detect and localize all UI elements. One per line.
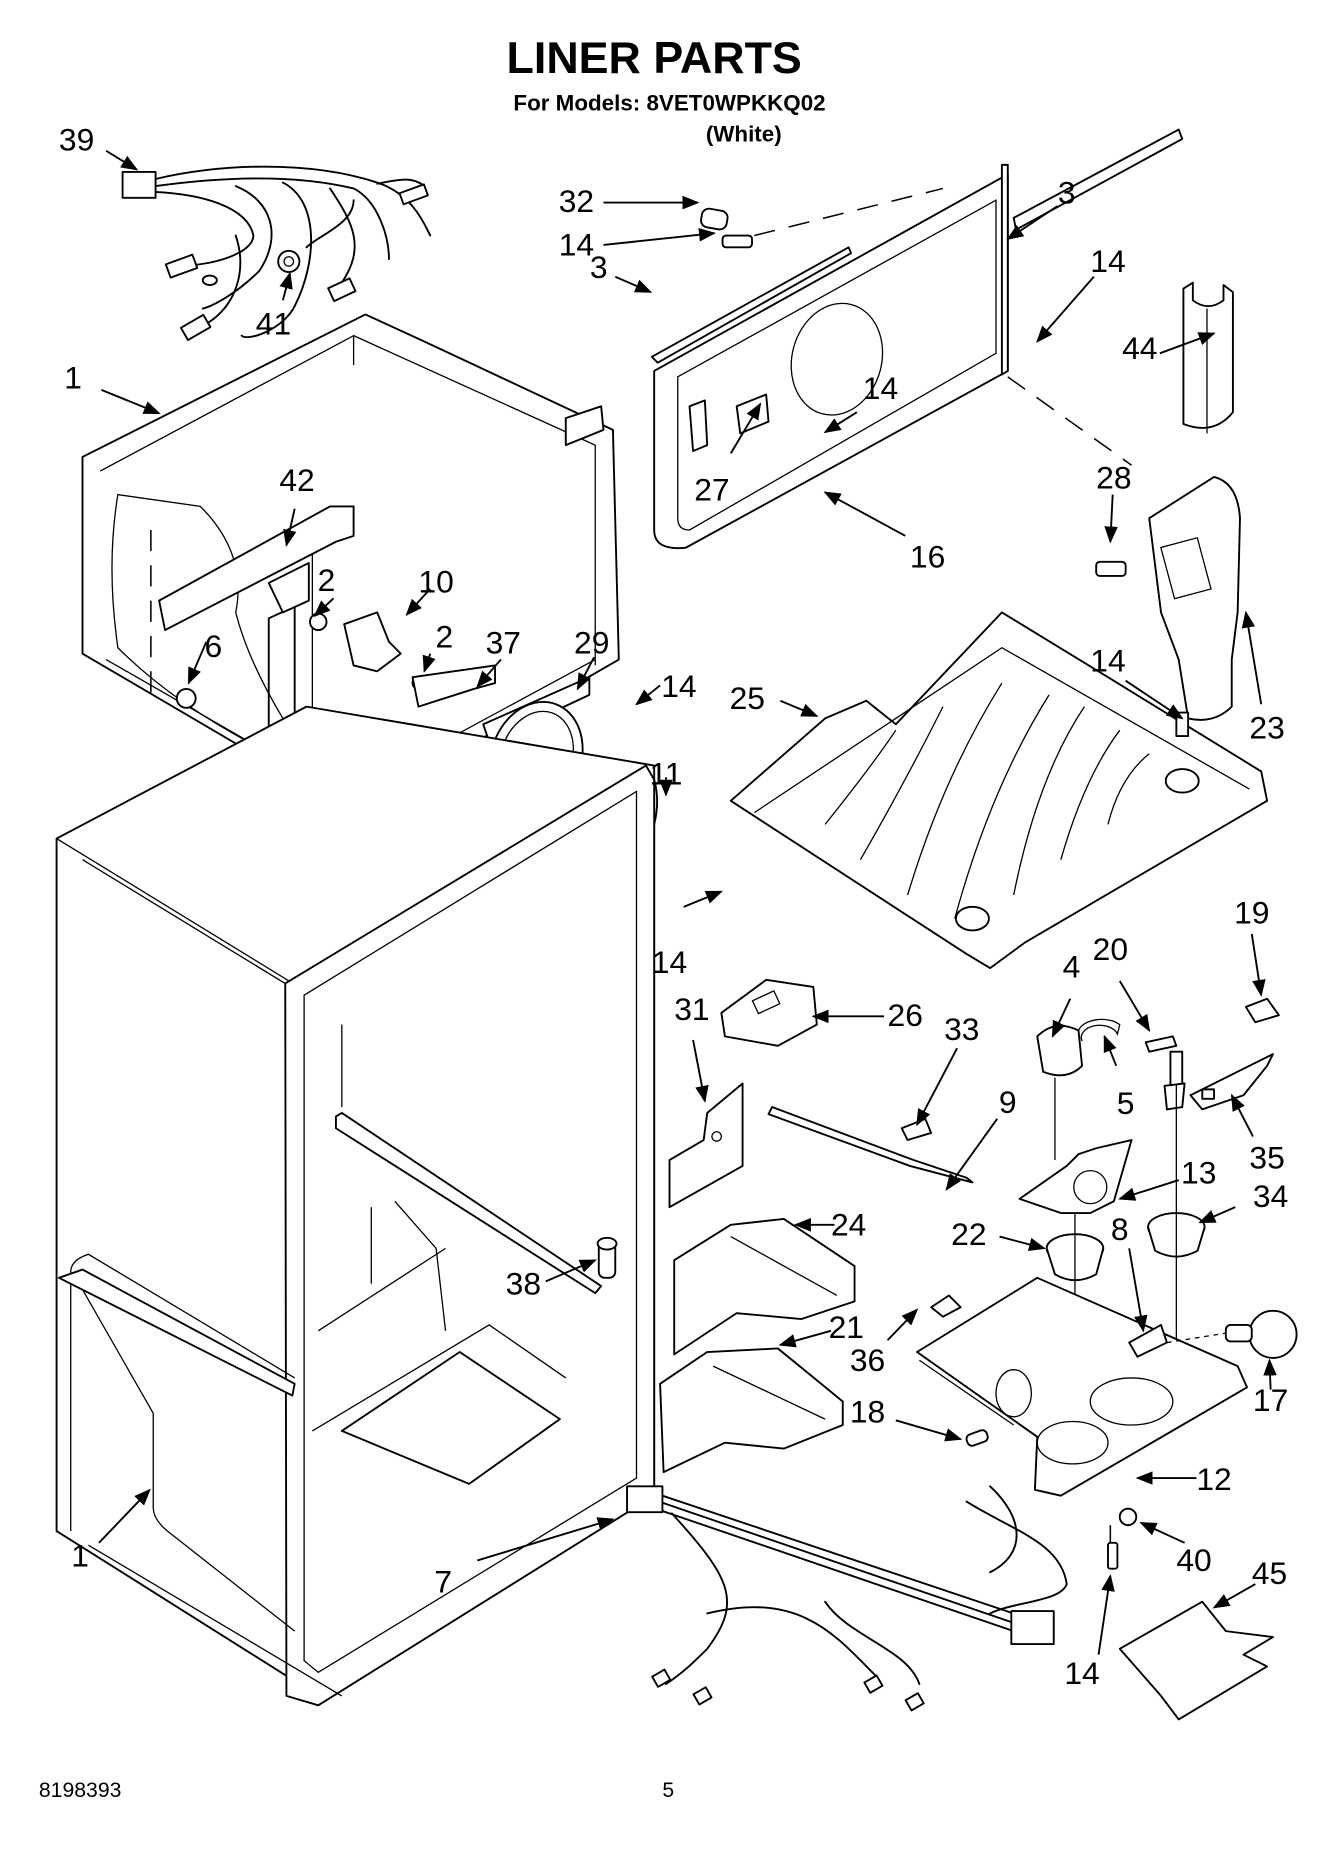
control-housing-drawing: [916, 1276, 1249, 1497]
callout-14-floor: 14: [1090, 642, 1125, 678]
link-clip-drawing: [767, 1106, 974, 1184]
callout-1-freezer: 1: [64, 360, 82, 396]
document-number: 8198393: [39, 1779, 122, 1802]
callout-34: 34: [1253, 1178, 1288, 1214]
callout-27: 27: [694, 472, 729, 508]
callout-29: 29: [574, 625, 609, 661]
callout-18: 18: [850, 1394, 885, 1430]
callout-14-spacer: 14: [559, 227, 594, 263]
callout-4: 4: [1063, 949, 1081, 985]
damper-arm-drawing: [1144, 1035, 1274, 1111]
callout-labels: 39 41 32 14 3 3 14 44 14 27 16 1 42 2 10…: [59, 122, 1288, 1691]
plug-18-drawing: [965, 1429, 989, 1447]
models-line: For Models: 8VET0WPKKQ02: [513, 91, 825, 116]
cover-44-drawing: [1182, 281, 1234, 434]
callout-41: 41: [256, 305, 291, 341]
callout-3-left: 3: [590, 249, 608, 285]
callout-23: 23: [1249, 709, 1284, 745]
callout-31: 31: [674, 991, 709, 1027]
callout-16: 16: [910, 539, 945, 575]
knobs-drawing: [1045, 1083, 1206, 1426]
callout-35: 35: [1249, 1139, 1284, 1175]
baffle-drawing: [668, 1082, 744, 1209]
callout-24: 24: [831, 1206, 866, 1242]
nut-screw-plate-drawing: [1107, 1507, 1274, 1721]
shields-drawing: [659, 1217, 856, 1474]
callout-33: 33: [944, 1011, 979, 1047]
callout-10: 10: [418, 563, 453, 599]
callout-40: 40: [1176, 1542, 1211, 1578]
callout-1-fresh-food: 1: [71, 1537, 89, 1573]
page-title: LINER PARTS: [507, 33, 802, 83]
clip-19-drawing: [1244, 997, 1280, 1024]
callout-14-panel: 14: [1090, 243, 1125, 279]
control-bracket-drawing: [150, 505, 591, 743]
color-variant: (White): [706, 121, 782, 146]
callout-22: 22: [951, 1216, 986, 1252]
light-housing-drawing: [720, 978, 818, 1047]
callout-13: 13: [1181, 1155, 1216, 1191]
callout-45: 45: [1252, 1555, 1287, 1591]
leader-lines: [98, 149, 1277, 1655]
callout-14-lower: 14: [652, 944, 687, 980]
callout-36: 36: [850, 1342, 885, 1378]
upper-wire-harness-drawing: [121, 165, 432, 341]
callout-39: 39: [59, 122, 94, 158]
spacer-screw-drawing: [700, 187, 944, 249]
callout-3-right: 3: [1058, 175, 1076, 211]
plug-38-drawing: [596, 1236, 618, 1279]
lower-wire-harness-drawing: [626, 1485, 1068, 1712]
freezer-floor-drawing: [729, 611, 1269, 970]
socket-bulb-drawing: [1128, 1309, 1298, 1359]
air-duct-drawing: [1007, 376, 1241, 721]
callout-8: 8: [1111, 1211, 1129, 1247]
callout-7: 7: [434, 1563, 452, 1599]
page-number: 5: [662, 1779, 674, 1802]
callout-11: 11: [649, 755, 682, 791]
callout-20: 20: [1093, 931, 1128, 967]
callout-38: 38: [506, 1265, 541, 1301]
callout-6: 6: [204, 628, 222, 664]
callout-2-nut: 2: [436, 619, 454, 655]
callout-37: 37: [486, 625, 521, 661]
callout-2-knob: 2: [318, 562, 336, 598]
callout-28: 28: [1096, 460, 1131, 496]
thermostat-drawing: [1018, 1139, 1133, 1214]
rear-panel-drawing: [650, 128, 1184, 550]
callout-14-bracket: 14: [863, 370, 898, 406]
callout-21: 21: [829, 1309, 864, 1345]
callout-42: 42: [279, 462, 314, 498]
fresh-food-liner-drawing: [55, 705, 656, 1707]
callout-32: 32: [559, 183, 594, 219]
callout-5: 5: [1117, 1085, 1135, 1121]
callout-9: 9: [999, 1084, 1017, 1120]
callout-44: 44: [1122, 330, 1157, 366]
callout-14-fan: 14: [661, 668, 696, 704]
callout-17: 17: [1253, 1382, 1288, 1418]
callout-19: 19: [1234, 894, 1269, 930]
callout-26: 26: [888, 997, 923, 1033]
damper-control-drawing: [1036, 1018, 1121, 1161]
callout-25: 25: [730, 680, 765, 716]
callout-12: 12: [1196, 1461, 1231, 1497]
callout-14-bottom: 14: [1064, 1655, 1099, 1691]
